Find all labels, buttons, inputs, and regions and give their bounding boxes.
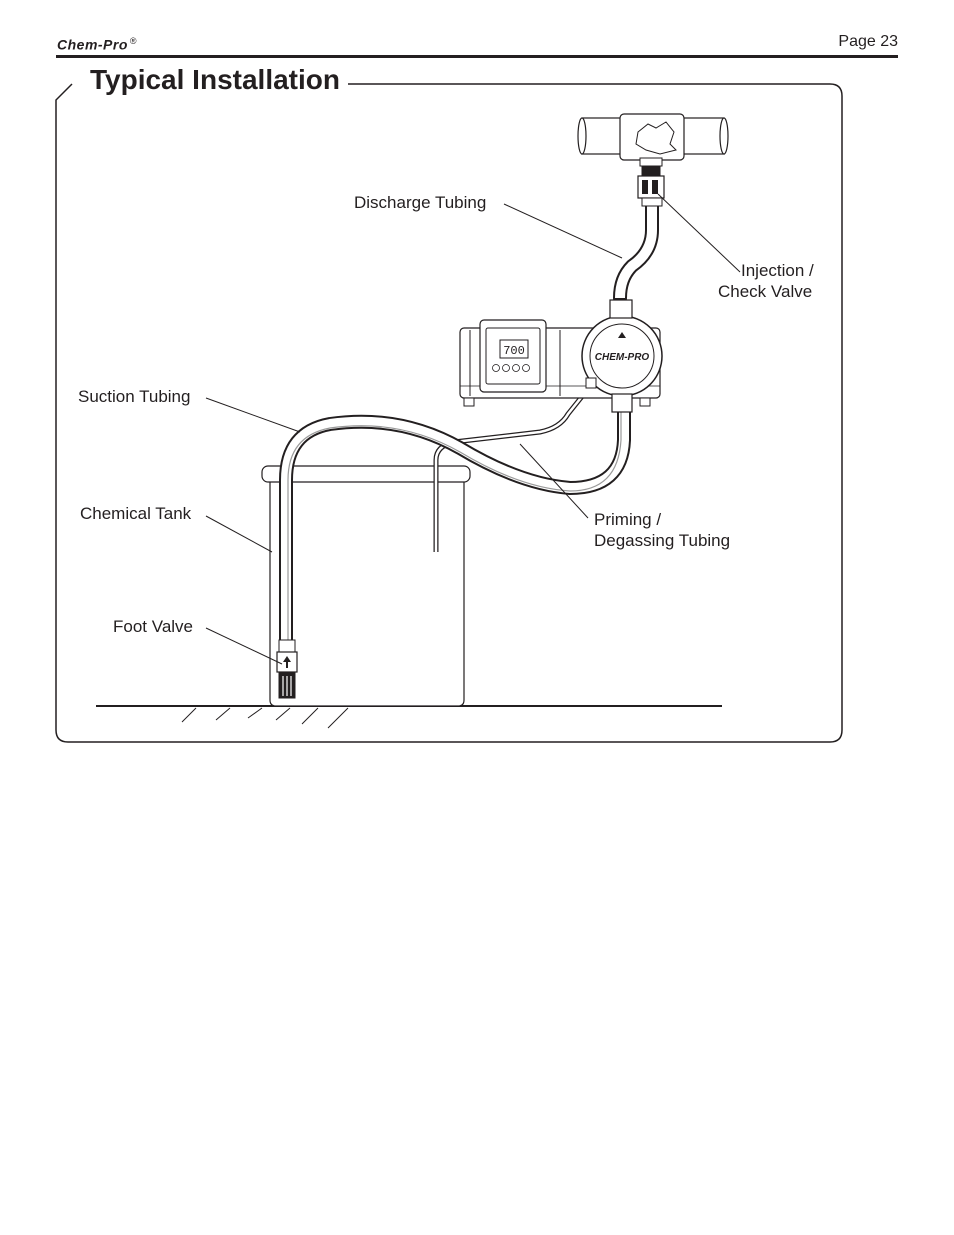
label-foot-valve: Foot Valve [113,617,194,636]
ground-icon [96,705,722,729]
label-priming-line2: Degassing Tubing [594,531,731,550]
pump-icon [459,299,663,413]
registered-mark: ® [129,36,138,46]
priming-tubing-icon [433,382,594,552]
header-rule [56,55,898,58]
section-title: Typical Installation [84,64,346,96]
brand-name: Chem-Pro [57,36,128,53]
pipe-icon [577,113,729,161]
tank-icon [261,465,471,707]
label-discharge-tubing: Discharge Tubing [354,193,487,212]
label-priming-line1: Priming / [594,510,662,529]
label-injection-valve-line2: Check Valve [718,282,813,301]
label-injection-valve-line1: Injection / [741,261,814,280]
pump-head-logo: CHEM-PRO [595,352,650,363]
foot-valve-icon [276,639,298,699]
page-number: Page 23 [838,33,898,50]
suction-tubing-icon [279,405,631,647]
pump-display: 700 [503,344,525,358]
diagram-frame [55,83,843,743]
discharge-tubing-icon [613,193,659,305]
label-suction-tubing: Suction Tubing [78,387,191,406]
brand-logo: Chem-Pro® [57,36,137,53]
leader-lines [205,193,741,665]
label-chemical-tank: Chemical Tank [80,504,192,523]
check-valve-icon [637,157,665,207]
